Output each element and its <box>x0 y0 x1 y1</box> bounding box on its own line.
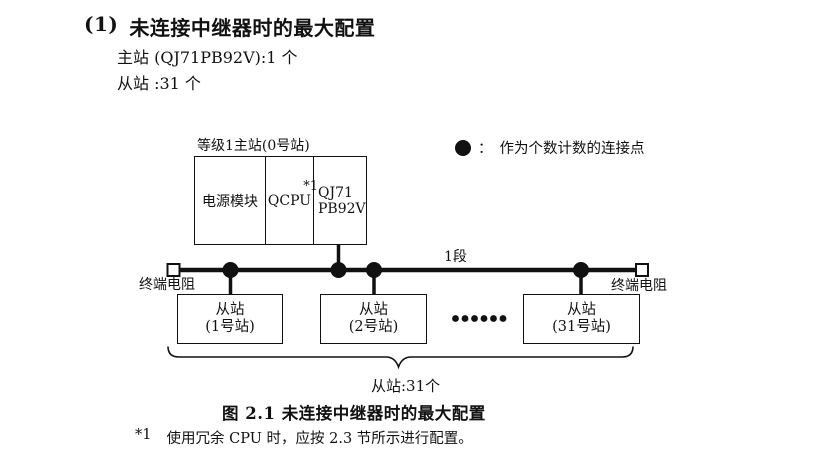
segment-label: 1段 <box>444 249 467 265</box>
legend: ： 作为个数计数的连接点 <box>455 137 645 158</box>
slave1-line1: 从站 <box>215 302 245 318</box>
slave1-line2: (1号站) <box>205 319 255 335</box>
connection-dot <box>573 262 589 278</box>
slave-count-label: 从站:31个 <box>371 377 441 395</box>
spec-line-master: 主站 (QJ71PB92V):1 个 <box>117 48 298 67</box>
pb92v-cell: QJ71 PB92V <box>314 157 366 244</box>
heading-title: 未连接中继器时的最大配置 <box>129 16 376 40</box>
slave2-line1: 从站 <box>359 302 388 318</box>
master-station-label: 等级1主站(0号站) <box>197 138 310 154</box>
slave31-line1: 从站 <box>567 302 596 318</box>
more-slaves-ellipsis <box>452 315 507 322</box>
slave2-line2: (2号站) <box>348 319 399 335</box>
slave-station-box-31: 从站 (31号站) <box>523 294 640 344</box>
qcpu-cell: *1 QCPU <box>266 157 318 244</box>
footnote-ref: *1 <box>303 178 319 194</box>
master-station-box: 电源模块 *1 QCPU QJ71 PB92V <box>194 156 367 245</box>
figure-caption: 图 2.1 未连接中继器时的最大配置 <box>222 404 486 423</box>
pb92v-line1: QJ71 <box>318 184 353 201</box>
section-heading: (1) 未连接中继器时的最大配置 <box>84 12 375 41</box>
legend-separator: ： <box>478 141 493 157</box>
slave31-line2: (31号站) <box>552 319 611 335</box>
heading-number: (1) <box>84 12 119 36</box>
connection-dot <box>330 262 347 278</box>
pb92v-line2: PB92V <box>318 200 366 217</box>
spec-line-slave: 从站 :31 个 <box>117 74 201 93</box>
footnote-text: 使用冗余 CPU 时，应按 2.3 节所示进行配置。 <box>166 431 473 447</box>
qcpu-label: QCPU <box>267 192 312 209</box>
slave-station-box-1: 从站 (1号站) <box>177 294 283 344</box>
terminator-label-right: 终端电阻 <box>611 278 667 294</box>
footnote-marker: *1 <box>135 427 152 443</box>
slaves-underbrace <box>167 346 634 370</box>
legend-text: 作为个数计数的连接点 <box>499 141 645 157</box>
connection-dot <box>222 262 239 278</box>
connection-dot-icon <box>455 139 471 156</box>
power-module-cell: 电源模块 <box>195 157 266 244</box>
footnote: *1 使用冗余 CPU 时，应按 2.3 节所示进行配置。 <box>135 427 473 448</box>
slave-station-box-2: 从站 (2号站) <box>320 294 427 344</box>
terminator-label-left: 终端电阻 <box>139 277 195 293</box>
connection-dot <box>366 262 382 278</box>
